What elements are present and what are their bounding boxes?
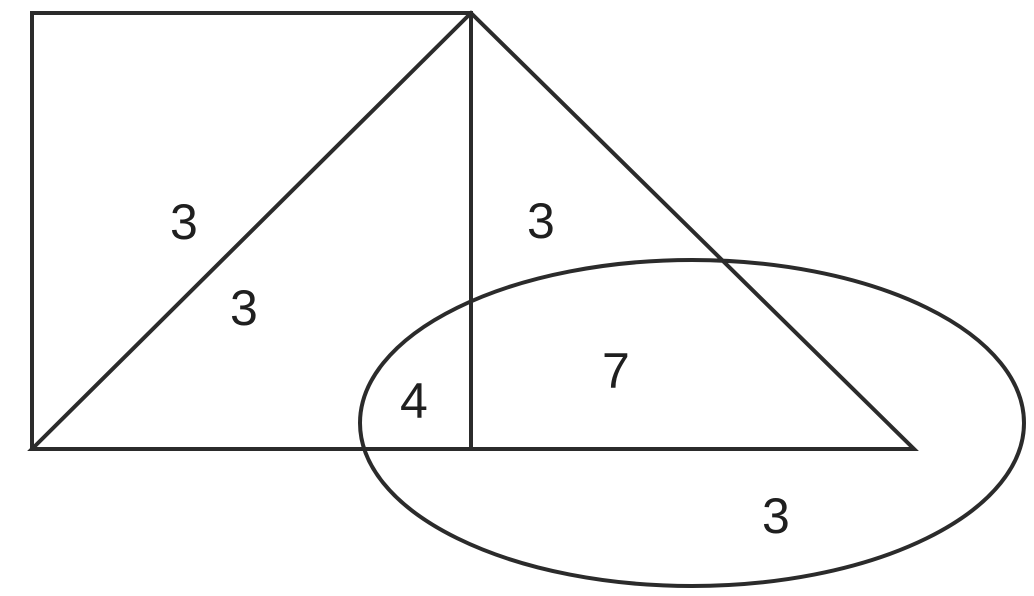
label-square-only: 3 [170,194,198,250]
label-square-triangle: 3 [230,280,258,336]
label-triangle-only: 3 [527,193,555,249]
label-square-triangle-ellipse: 4 [400,373,428,429]
ellipse-shape [358,258,1026,588]
label-ellipse-only: 3 [762,488,790,544]
label-triangle-ellipse: 7 [602,343,630,399]
